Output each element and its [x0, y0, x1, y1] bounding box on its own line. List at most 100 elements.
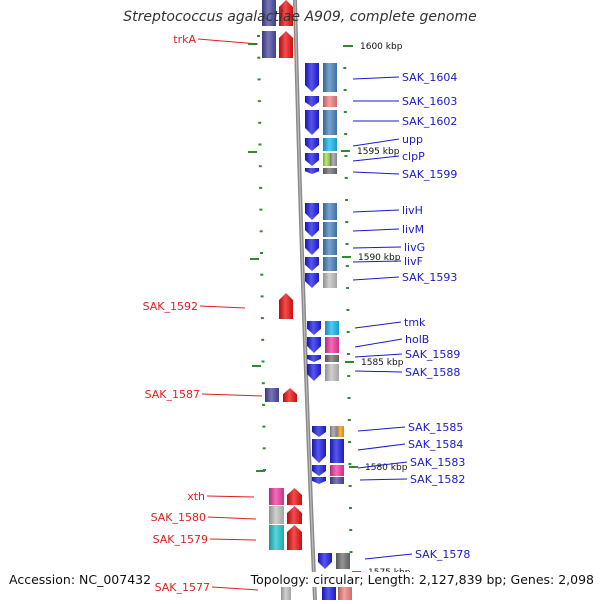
inner-tick-mark [259, 230, 263, 233]
gene-arrow-reverse[interactable] [305, 257, 319, 271]
gene-label-right[interactable]: upp [402, 133, 423, 146]
gene-label-right[interactable]: SAK_1603 [402, 95, 457, 108]
gene-block[interactable] [262, 0, 276, 26]
gene-arrow-reverse[interactable] [307, 337, 321, 353]
gene-block[interactable] [323, 257, 337, 271]
gene-arrow-reverse[interactable] [305, 138, 319, 151]
gene-block[interactable] [325, 364, 339, 381]
gene-label-right[interactable]: livG [404, 241, 425, 254]
gene-label-right[interactable]: SAK_1585 [408, 421, 463, 434]
SAK_1578-gene-arrow[interactable] [318, 553, 332, 569]
gene-arrow-reverse[interactable] [305, 239, 319, 255]
gene-label-left[interactable]: SAK_1579 [153, 533, 208, 546]
kbp-tick-mark [349, 466, 358, 468]
gene-block[interactable] [323, 96, 337, 107]
gene-block[interactable] [323, 273, 337, 288]
gene-block[interactable] [323, 168, 337, 174]
trkA-gene-block[interactable] [262, 31, 276, 58]
gene-label-left[interactable]: xth [187, 490, 205, 503]
gene-block[interactable] [338, 585, 352, 600]
gene-block[interactable] [337, 426, 344, 437]
gene-label-left[interactable]: SAK_1592 [143, 300, 198, 313]
gene-arrow-reverse[interactable] [305, 96, 319, 107]
outer-tick-mark [346, 353, 350, 355]
gene-label-right[interactable]: livH [402, 204, 423, 217]
gene-block[interactable] [330, 426, 337, 437]
SAK_1578-gene-block[interactable] [336, 553, 350, 569]
gene-block[interactable] [323, 153, 330, 166]
gene-label-right[interactable]: SAK_1604 [402, 71, 457, 84]
gene-label-right[interactable]: SAK_1602 [402, 115, 457, 128]
gene-block[interactable] [330, 477, 344, 484]
gene-arrow-reverse[interactable] [305, 203, 319, 220]
gene-label-right[interactable]: clpP [402, 150, 425, 163]
SAK_1587-gene-block[interactable] [265, 388, 279, 402]
gene-arrow-reverse[interactable] [305, 110, 319, 135]
gene-arrow-reverse[interactable] [312, 477, 326, 484]
SAK_1587-gene-arrow[interactable] [283, 388, 297, 402]
gene-label-right[interactable]: SAK_1583 [410, 456, 465, 469]
gene-arrow-reverse[interactable] [307, 355, 321, 362]
trkA-gene-arrow[interactable] [279, 31, 293, 58]
gene-arrow-forward[interactable] [279, 0, 293, 26]
gene-label-right[interactable]: livF [404, 255, 423, 268]
kbp-label: 1590 kbp [358, 253, 401, 263]
gene-label-left[interactable]: SAK_1580 [151, 511, 206, 524]
gene-arrow-reverse[interactable] [305, 273, 319, 288]
gene-block[interactable] [323, 222, 337, 237]
gene-label-right[interactable]: holB [405, 333, 429, 346]
outer-tick-mark [348, 507, 352, 509]
gene-label-right[interactable]: SAK_1582 [410, 473, 465, 486]
leader-line [354, 353, 403, 358]
xth-gene-arrow[interactable] [287, 488, 302, 505]
leader-line [197, 38, 259, 45]
gene-arrow-reverse[interactable] [312, 439, 326, 463]
gene-label-right[interactable]: SAK_1599 [402, 168, 457, 181]
gene-label-right[interactable]: SAK_1593 [402, 271, 457, 284]
SAK_1579-gene-arrow[interactable] [287, 525, 302, 550]
gene-label-right[interactable]: SAK_1588 [405, 366, 460, 379]
gene-block[interactable] [325, 355, 339, 362]
gene-label-left[interactable]: trkA [173, 33, 196, 46]
inner-tick-mark [262, 425, 266, 428]
gene-block[interactable] [330, 465, 344, 476]
kbp-tick-mark [341, 150, 350, 152]
SAK_1580-gene-block[interactable] [269, 506, 284, 524]
major-tick-mark [250, 258, 259, 260]
xth-gene-block[interactable] [269, 488, 284, 505]
gene-block[interactable] [325, 337, 339, 353]
leader-line [352, 260, 402, 263]
gene-arrow-reverse[interactable] [305, 153, 319, 166]
gene-block[interactable] [323, 110, 337, 135]
gene-arrow-reverse[interactable] [307, 364, 321, 381]
gene-label-right[interactable]: tmk [404, 316, 426, 329]
gene-arrow-reverse[interactable] [305, 63, 319, 92]
gene-label-right[interactable]: SAK_1578 [415, 548, 470, 561]
gene-label-left[interactable]: SAK_1577 [155, 581, 210, 594]
gene-arrow-reverse[interactable] [312, 426, 326, 437]
gene-label-right[interactable]: livM [402, 223, 424, 236]
gene-label-right[interactable]: SAK_1589 [405, 348, 460, 361]
gene-arrow-reverse[interactable] [305, 222, 319, 237]
SAK_1579-gene-block[interactable] [269, 525, 284, 550]
gene-block[interactable] [323, 203, 337, 220]
leader-line [201, 393, 263, 397]
SAK_1592-gene-arrow[interactable] [279, 293, 293, 319]
outer-tick-mark [344, 199, 348, 201]
inner-tick-mark [257, 78, 261, 81]
gene-block[interactable] [330, 153, 337, 166]
gene-arrow-reverse[interactable] [312, 465, 326, 476]
gene-label-left[interactable]: SAK_1587 [145, 388, 200, 401]
gene-block[interactable] [322, 585, 336, 600]
gene-block[interactable] [323, 138, 337, 151]
SAK_1580-gene-arrow[interactable] [287, 506, 302, 524]
gene-arrow-reverse[interactable] [305, 168, 319, 174]
gene-label-right[interactable]: SAK_1584 [408, 438, 463, 451]
gene-arrow-reverse[interactable] [307, 321, 321, 335]
gene-block[interactable] [281, 585, 291, 600]
gene-block[interactable] [325, 321, 339, 335]
gene-block[interactable] [330, 439, 344, 463]
gene-block[interactable] [323, 239, 337, 255]
inner-tick-mark [257, 35, 260, 37]
gene-block[interactable] [323, 63, 337, 92]
